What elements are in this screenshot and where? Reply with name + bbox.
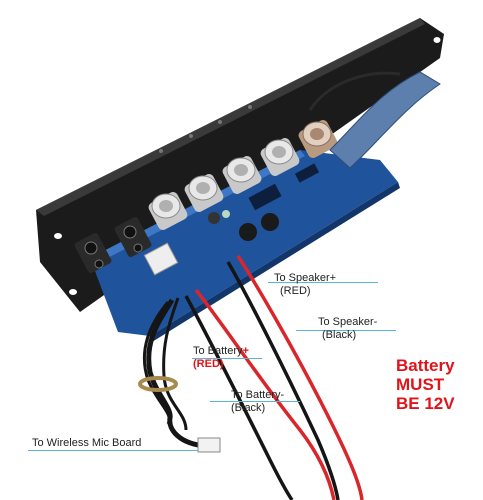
leader-battery-minus bbox=[210, 401, 300, 402]
label-battery-minus: To Battery- (Black) bbox=[231, 389, 284, 415]
ribbon-cable bbox=[329, 71, 441, 169]
leader-speaker-plus bbox=[268, 282, 378, 283]
knob-4 bbox=[260, 138, 300, 176]
speaker-minus-text: To Speaker- bbox=[318, 316, 378, 328]
zip-tie bbox=[138, 376, 178, 392]
speaker-plus-color: (RED) bbox=[280, 285, 311, 297]
red-wire-battery bbox=[194, 288, 336, 500]
potentiometer-knobs bbox=[148, 120, 338, 230]
knob-3 bbox=[222, 156, 262, 194]
battery-warning: Battery MUST BE 12V bbox=[396, 356, 455, 413]
speaker-minus-color: (Black) bbox=[322, 329, 357, 341]
label-speaker-plus: To Speaker+ (RED) bbox=[274, 272, 336, 298]
battery-plus-text: To Battery bbox=[193, 345, 243, 357]
black-wire-speaker bbox=[226, 261, 340, 500]
leader-battery-plus bbox=[192, 358, 262, 359]
label-speaker-minus: To Speaker- (Black) bbox=[318, 316, 377, 342]
components bbox=[208, 210, 279, 241]
speaker-plus-text: To Speaker+ bbox=[274, 272, 337, 284]
label-battery-plus: To Battery+ (RED) bbox=[193, 345, 249, 371]
black-wire-battery bbox=[184, 295, 294, 500]
knob-1 bbox=[148, 192, 188, 230]
label-wireless-mic: To Wireless Mic Board bbox=[32, 437, 141, 450]
battery-plus-sign: + bbox=[242, 345, 249, 357]
leader-speaker-minus bbox=[296, 330, 396, 331]
warning-line-2: MUST bbox=[396, 375, 445, 394]
audio-jacks bbox=[74, 216, 152, 274]
white-connector bbox=[143, 242, 179, 276]
warning-line-1: Battery bbox=[396, 356, 455, 375]
battery-minus-color: (Black) bbox=[231, 402, 266, 414]
mic-connector bbox=[197, 437, 221, 453]
knob-5 bbox=[298, 120, 338, 158]
leader-wireless-mic bbox=[28, 450, 198, 451]
warning-line-3: BE 12V bbox=[396, 394, 455, 413]
battery-plus-color: (RED) bbox=[193, 358, 224, 370]
red-wire-speaker bbox=[236, 255, 364, 500]
knob-2 bbox=[184, 174, 224, 212]
battery-minus-text: To Battery- bbox=[231, 389, 285, 401]
black-wire-bundle bbox=[146, 298, 207, 449]
wireless-mic-text: To Wireless Mic Board bbox=[32, 437, 142, 449]
